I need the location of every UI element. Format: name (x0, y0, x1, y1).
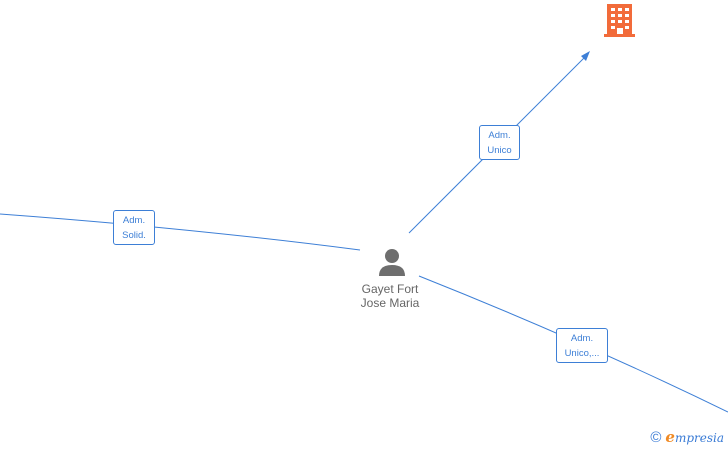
edge-label-adm-unico-more[interactable]: Adm. Unico,... (556, 328, 608, 363)
copyright-icon: © (650, 429, 662, 446)
building-icon[interactable] (604, 4, 635, 42)
logo-letter-e: e (665, 428, 675, 446)
person-icon[interactable] (377, 247, 407, 282)
person-name-line1: Gayet Fort (361, 282, 419, 296)
edge-line-left (0, 213, 361, 251)
edge-label-line1: Adm. (488, 130, 511, 141)
edge-label-line2: Unico,... (564, 348, 600, 359)
edge-label-line2: Unico (487, 145, 512, 156)
arrowhead-icon (581, 51, 590, 61)
edge-label-adm-unico[interactable]: Adm. Unico (479, 125, 520, 160)
edge-label-line1: Adm. (570, 333, 594, 344)
edge-label-line2: Solid. (122, 230, 146, 241)
person-name-line2: Jose Maria (360, 296, 420, 310)
edge-label-line1: Adm. (122, 215, 146, 226)
empresia-logo: empresia (665, 428, 724, 446)
person-name[interactable]: Gayet Fort Jose Maria (330, 282, 450, 310)
edge-label-adm-solid[interactable]: Adm. Solid. (113, 210, 155, 245)
empresia-watermark: © empresia (650, 428, 724, 446)
logo-text: mpresia (674, 431, 724, 445)
